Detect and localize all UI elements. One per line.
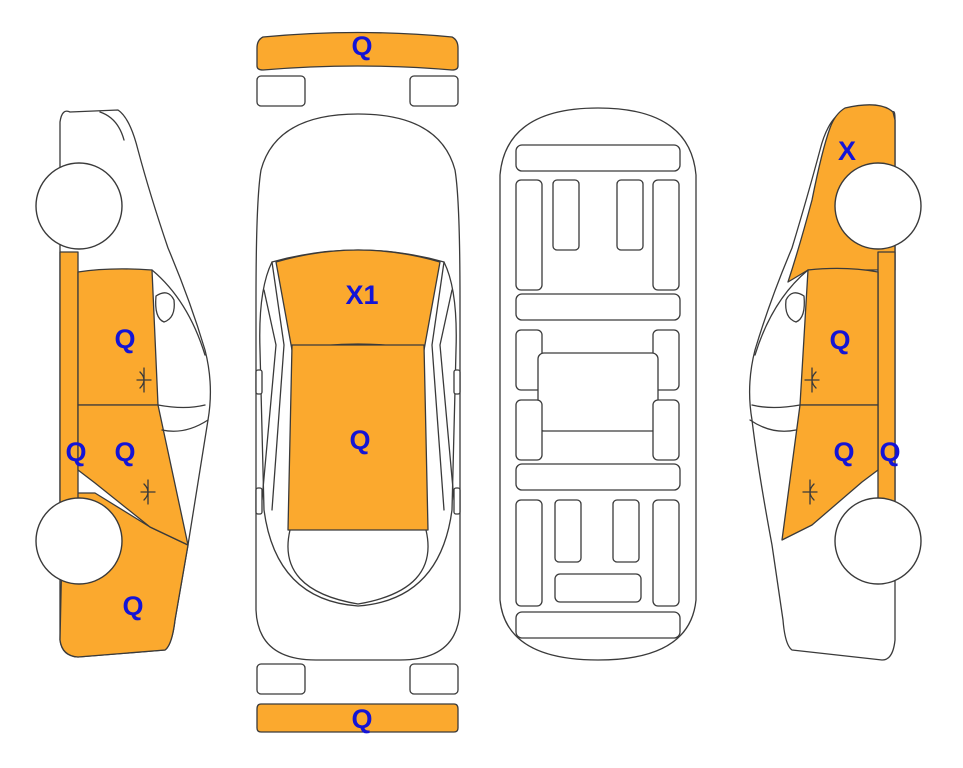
underside-front-center-left xyxy=(552,179,580,251)
left-door-handle-rear xyxy=(140,479,156,505)
underside-rear-beam xyxy=(515,611,681,639)
underside-view xyxy=(499,107,697,661)
underside-rear-right-rail xyxy=(652,499,680,607)
underside-rear-left-rail xyxy=(515,499,543,607)
right-door-handle-rear xyxy=(802,479,818,505)
top-view-right-a-pillar xyxy=(431,261,455,511)
right-rear-door-panel xyxy=(781,404,879,541)
left-side-window-line xyxy=(151,269,209,432)
left-rocker-panel xyxy=(59,251,79,509)
right-door-handle-front xyxy=(804,367,820,393)
right-front-door-panel xyxy=(799,267,879,406)
underside-right-sill-rear xyxy=(652,399,680,461)
marker-left-rear-quarter: Q xyxy=(122,591,143,621)
underside-left-sill-rear xyxy=(515,399,543,461)
right-handle-top xyxy=(453,487,461,515)
left-mirror xyxy=(155,292,175,323)
left-side-view xyxy=(35,109,212,658)
damage-markers: Q X1 Q Q Q Q Q Q X Q Q Q xyxy=(65,31,900,734)
underside-center-tunnel xyxy=(537,352,659,432)
underside-front-left-rail xyxy=(515,179,543,291)
left-handle-top xyxy=(255,487,263,515)
left-front-door-panel xyxy=(77,268,159,406)
marker-rear-bumper: Q xyxy=(351,704,372,734)
marker-left-rear-door: Q xyxy=(114,437,135,467)
underside-front-center-right xyxy=(616,179,644,251)
underside-mid-beam-front xyxy=(515,293,681,321)
front-right-headlight xyxy=(409,75,459,107)
marker-right-front-door: Q xyxy=(829,325,850,355)
right-mirror xyxy=(785,292,805,323)
right-front-wheel xyxy=(834,162,922,250)
roof-panel xyxy=(287,344,429,531)
left-front-wheel xyxy=(35,162,123,250)
underside-mid-beam-rear xyxy=(515,463,681,491)
rear-bumper-strip xyxy=(256,703,459,733)
left-rear-wheel xyxy=(35,497,123,585)
marker-right-rear-door: Q xyxy=(833,437,854,467)
underside-rear-crossmember xyxy=(554,573,642,603)
front-left-headlight xyxy=(256,75,306,107)
underside-rear-center-right xyxy=(612,499,640,563)
underside-rear-center-left xyxy=(554,499,582,563)
marker-windshield: X1 xyxy=(345,280,378,310)
marker-left-rocker: Q xyxy=(65,437,86,467)
left-trunk-line xyxy=(99,111,125,141)
rear-right-taillight xyxy=(409,663,459,695)
rear-left-taillight xyxy=(256,663,306,695)
top-view xyxy=(255,31,461,733)
marker-left-front-door: Q xyxy=(114,324,135,354)
right-mirror-top xyxy=(453,369,461,395)
marker-front-bumper: Q xyxy=(351,31,372,61)
underside-front-beam xyxy=(515,144,681,172)
marker-roof: Q xyxy=(349,425,370,455)
underside-front-right-rail xyxy=(652,179,680,291)
marker-right-rocker: Q xyxy=(879,437,900,467)
front-bumper-strip xyxy=(256,31,459,71)
right-side-view xyxy=(748,104,922,661)
right-rocker-panel xyxy=(877,251,896,506)
marker-right-front-fender: X xyxy=(838,136,856,166)
right-rear-wheel xyxy=(834,497,922,585)
left-door-handle-front xyxy=(136,367,152,393)
top-view-left-a-pillar xyxy=(261,261,285,511)
left-mirror-top xyxy=(255,369,263,395)
right-side-window-line xyxy=(749,269,809,432)
